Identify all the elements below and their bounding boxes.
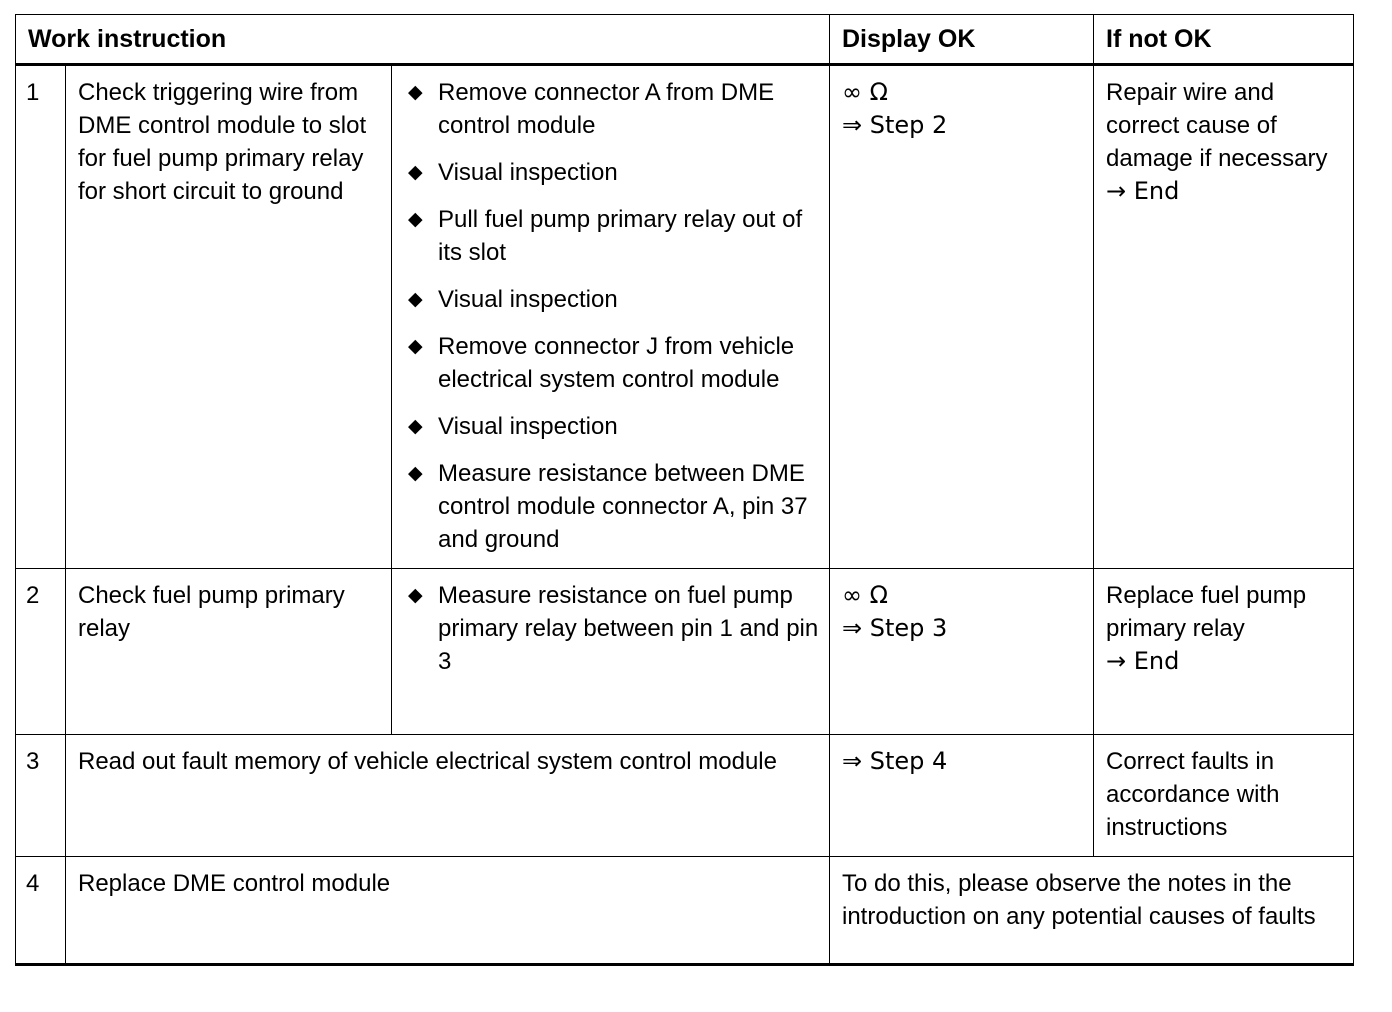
list-item: ◆ Remove connector A from DME control mo… — [404, 76, 819, 142]
diamond-bullet-icon: ◆ — [408, 162, 423, 183]
list-item-label: Remove connector A from DME control modu… — [438, 79, 775, 139]
step-instruction: Read out fault memory of vehicle electri… — [65, 734, 830, 857]
diamond-bullet-icon: ◆ — [408, 585, 423, 606]
list-item: ◆ Measure resistance on fuel pump primar… — [404, 579, 819, 678]
step-number: 1 — [15, 64, 66, 569]
list-item: ◆ Visual inspection — [404, 156, 819, 189]
list-item-label: Visual inspection — [438, 413, 618, 440]
list-item: ◆ Measure resistance between DME control… — [404, 457, 819, 556]
diamond-bullet-icon: ◆ — [408, 336, 423, 357]
if-not-ok-cell: Correct faults in accordance with instru… — [1093, 734, 1354, 857]
list-item: ◆ Remove connector J from vehicle electr… — [404, 330, 819, 396]
display-ok-value: ∞ Ω — [842, 78, 888, 106]
diamond-bullet-icon: ◆ — [408, 209, 423, 230]
step-number: 3 — [15, 734, 66, 857]
display-ok-cell: ⇒ Step 4 — [829, 734, 1094, 857]
if-not-ok-next-step: → End — [1106, 177, 1180, 205]
step-bullet-list: ◆ Measure resistance on fuel pump primar… — [391, 568, 830, 735]
bullet-list: ◆ Measure resistance on fuel pump primar… — [404, 579, 819, 678]
step-number: 4 — [15, 856, 66, 966]
list-item: ◆ Visual inspection — [404, 283, 819, 316]
header-display-ok: Display OK — [829, 14, 1094, 66]
work-instruction-table: Work instruction Display OK If not OK 1 … — [15, 14, 1354, 966]
table-row: 2 Check fuel pump primary relay ◆ Measur… — [15, 568, 1354, 735]
list-item: ◆ Pull fuel pump primary relay out of it… — [404, 203, 819, 269]
if-not-ok-cell: Replace fuel pump primary relay → End — [1093, 568, 1354, 735]
if-not-ok-action: Replace fuel pump primary relay — [1106, 582, 1307, 642]
step-note: To do this, please observe the notes in … — [829, 856, 1354, 966]
if-not-ok-cell: Repair wire and correct cause of damage … — [1093, 64, 1354, 569]
diamond-bullet-icon: ◆ — [408, 289, 423, 310]
if-not-ok-action: Correct faults in accordance with instru… — [1106, 748, 1280, 841]
table-header-row: Work instruction Display OK If not OK — [15, 14, 1354, 66]
header-work-instruction: Work instruction — [15, 14, 830, 66]
display-ok-cell: ∞ Ω ⇒ Step 2 — [829, 64, 1094, 569]
if-not-ok-action: Repair wire and correct cause of damage … — [1106, 79, 1328, 172]
step-instruction: Replace DME control module — [65, 856, 830, 966]
display-ok-value: ∞ Ω — [842, 581, 888, 609]
table-row: 1 Check triggering wire from DME control… — [15, 64, 1354, 569]
diamond-bullet-icon: ◆ — [408, 463, 423, 484]
list-item-label: Measure resistance on fuel pump primary … — [438, 582, 819, 675]
header-if-not-ok: If not OK — [1093, 14, 1354, 66]
display-ok-next-step: ⇒ Step 3 — [842, 614, 948, 642]
display-ok-next-step: ⇒ Step 4 — [842, 747, 948, 775]
list-item-label: Measure resistance between DME control m… — [438, 460, 808, 553]
list-item-label: Visual inspection — [438, 286, 618, 313]
step-instruction: Check fuel pump primary relay — [65, 568, 392, 735]
list-item-label: Pull fuel pump primary relay out of its … — [438, 206, 803, 266]
step-instruction: Check triggering wire from DME control m… — [65, 64, 392, 569]
list-item: ◆ Visual inspection — [404, 410, 819, 443]
display-ok-next-step: ⇒ Step 2 — [842, 111, 948, 139]
if-not-ok-next-step: → End — [1106, 647, 1180, 675]
diamond-bullet-icon: ◆ — [408, 416, 423, 437]
bullet-list: ◆ Remove connector A from DME control mo… — [404, 76, 819, 556]
list-item-label: Remove connector J from vehicle electric… — [438, 333, 795, 393]
step-bullet-list: ◆ Remove connector A from DME control mo… — [391, 64, 830, 569]
display-ok-cell: ∞ Ω ⇒ Step 3 — [829, 568, 1094, 735]
table-row: 3 Read out fault memory of vehicle elect… — [15, 734, 1354, 857]
table-row: 4 Replace DME control module To do this,… — [15, 856, 1354, 966]
list-item-label: Visual inspection — [438, 159, 618, 186]
step-number: 2 — [15, 568, 66, 735]
diamond-bullet-icon: ◆ — [408, 82, 423, 103]
